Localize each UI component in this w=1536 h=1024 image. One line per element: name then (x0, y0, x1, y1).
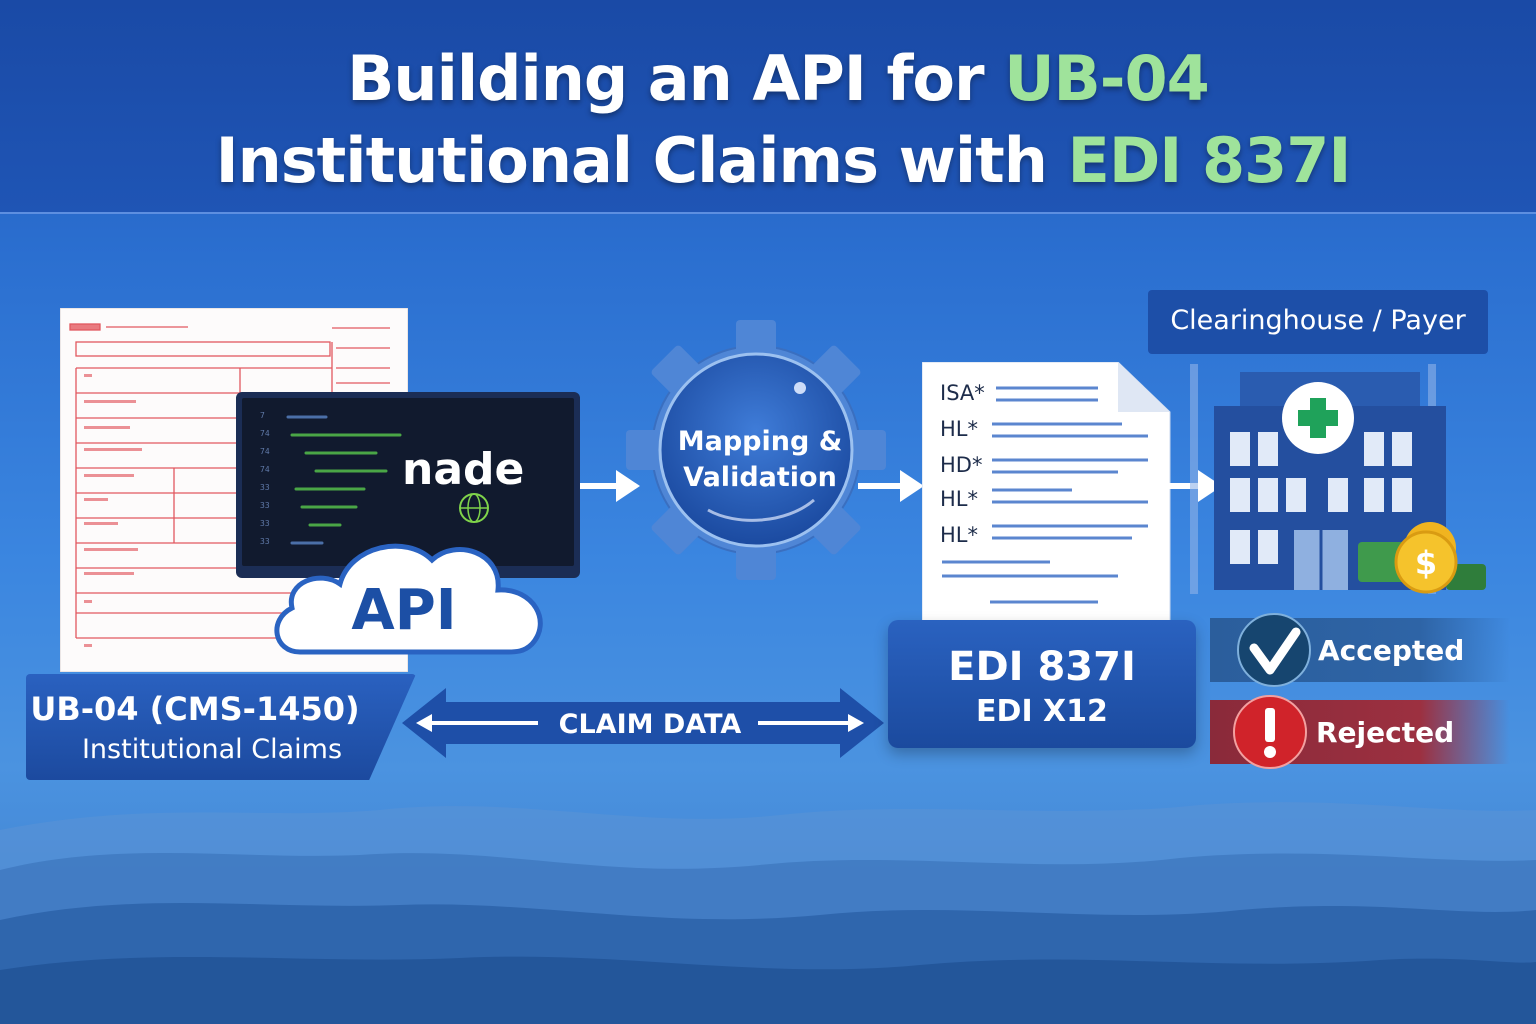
claim-data-label: CLAIM DATA (559, 709, 742, 740)
title-highlight-edi: EDI 837I (1067, 124, 1351, 197)
svg-text:74: 74 (260, 447, 270, 456)
title-highlight-ub04: UB-04 (1004, 42, 1210, 115)
ub04-label-line1: UB-04 (CMS-1450) (30, 690, 360, 728)
rejected-label: Rejected (1316, 715, 1455, 749)
exclamation-icon (1233, 695, 1307, 769)
edi-segment: HL* (940, 487, 978, 511)
edi-box-line2: EDI X12 (976, 694, 1108, 729)
arrow-right-icon-2 (858, 470, 924, 502)
title-line-1-text: Building an API for (347, 42, 1005, 115)
svg-text:33: 33 (260, 501, 270, 510)
status-accepted: Accepted (1210, 613, 1510, 687)
edi-segment: HL* (940, 523, 978, 547)
payer-label: Clearinghouse / Payer (1170, 305, 1466, 336)
currency-symbol: $ (1415, 544, 1437, 582)
title-line-1: Building an API for UB-04 (0, 42, 1536, 115)
svg-text:74: 74 (260, 429, 270, 438)
edi-837i-box: EDI 837I EDI X12 (888, 620, 1196, 748)
svg-text:33: 33 (260, 537, 270, 546)
edi-segment: HL* (940, 417, 978, 441)
edi-segment: HD* (940, 453, 983, 477)
title-line-2: Institutional Claims with EDI 837I (0, 124, 1536, 197)
claim-data-arrow: CLAIM DATA (402, 688, 884, 758)
ub04-label-line2: Institutional Claims (81, 734, 343, 765)
mapping-label-line1: Mapping & (678, 426, 843, 457)
money-icon: $ (1358, 522, 1486, 594)
gear-icon: Mapping & Validation (626, 320, 886, 580)
svg-text:33: 33 (260, 519, 270, 528)
mountain-background (0, 802, 1536, 1024)
svg-text:74: 74 (260, 465, 270, 474)
svg-text:7: 7 (260, 411, 265, 420)
arrow-right-icon (580, 470, 640, 502)
code-monitor: 7 74 74 74 33 33 33 33 nade (236, 392, 580, 578)
edi-box-line1: EDI 837I (948, 644, 1136, 690)
accepted-label: Accepted (1318, 633, 1465, 667)
edi-document-icon (922, 362, 1171, 634)
mapping-label-line2: Validation (683, 462, 837, 493)
svg-text:33: 33 (260, 483, 270, 492)
ub04-label-box: UB-04 (CMS-1450) Institutional Claims (26, 674, 416, 780)
status-rejected: Rejected (1210, 695, 1510, 769)
title-banner: Building an API for UB-04 Institutional … (0, 0, 1536, 214)
api-label: API (351, 578, 456, 643)
runtime-logo-text: nade (402, 444, 524, 495)
edi-segment: ISA* (940, 381, 985, 405)
payer-label-box: Clearinghouse / Payer (1148, 290, 1488, 354)
api-cloud-icon: API (274, 543, 543, 655)
title-line-2-text: Institutional Claims with (215, 124, 1068, 197)
check-icon (1237, 613, 1311, 687)
